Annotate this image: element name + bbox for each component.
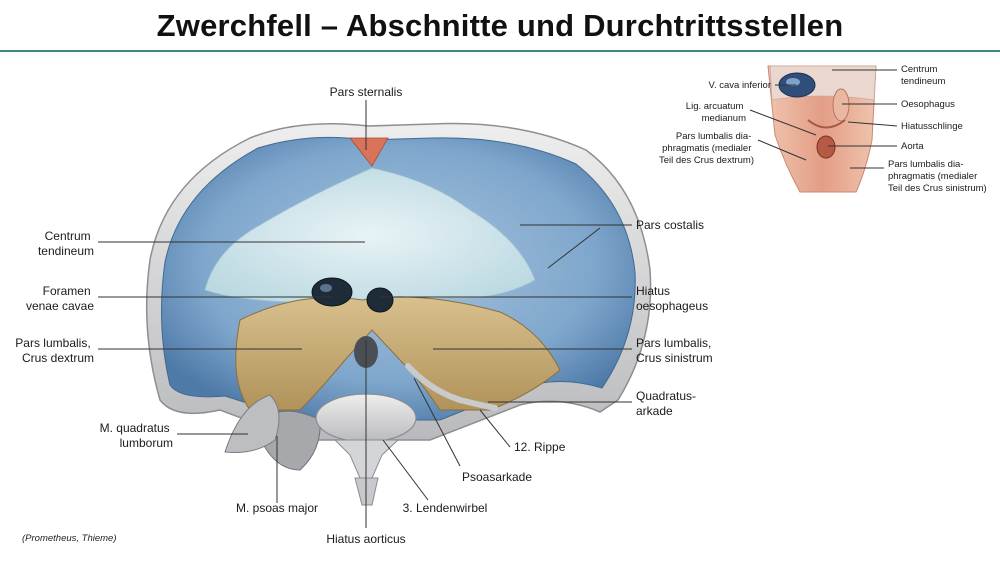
inset-label-v-cava-inferior: V. cava inferior [709, 80, 772, 91]
label-m-psoas-major: M. psoas major [236, 501, 318, 515]
source-credit: (Prometheus, Thieme) [22, 533, 117, 544]
crus-muscles [235, 296, 561, 411]
page-title: Zwerchfell – Abschnitte und Durchtrittss… [156, 8, 844, 43]
inset-label-oesophagus: Oesophagus [901, 99, 955, 110]
hiatus-oesophageus-hole [366, 287, 394, 313]
label-pars-sternalis: Pars sternalis [330, 85, 403, 99]
inset-leader-lines [749, 69, 898, 169]
label-quadratusarkade: Quadratus- arkade [636, 389, 699, 418]
inset-label-pars-lumbalis-sinistrum: Pars lumbalis dia- phragmatis (medialer … [888, 159, 987, 194]
title-divider [0, 50, 1000, 52]
pars-sternalis-muscle [349, 137, 389, 167]
inset-label-aorta: Aorta [901, 141, 924, 152]
label-pars-lumbalis-sinistrum: Pars lumbalis, Crus sinistrum [636, 336, 715, 365]
label-foramen-venae-cavae: Foramen venae cavae [26, 284, 94, 313]
inset-label-lig-arcuatum: Lig. arcuatum medianum [686, 101, 746, 124]
inset-label-centrum-tendineum: Centrum tendineum [901, 64, 945, 87]
foramen-venae-cavae-hole [311, 277, 353, 307]
inset-label-pars-lumbalis-dextrum: Pars lumbalis dia- phragmatis (medialer … [659, 131, 754, 166]
label-m-quadratus-lumborum: M. quadratus lumborum [100, 421, 173, 450]
label-pars-lumbalis-dextrum: Pars lumbalis, Crus dextrum [15, 336, 94, 365]
leader-lines [98, 100, 632, 528]
label-lendenwirbel: 3. Lendenwirbel [403, 501, 488, 515]
rib-12 [405, 363, 498, 411]
label-hiatus-oesophageus: Hiatus oesophageus [636, 284, 708, 313]
label-rippe-12: 12. Rippe [514, 440, 566, 454]
label-psoasarkade: Psoasarkade [462, 470, 532, 484]
label-pars-costalis: Pars costalis [636, 218, 704, 232]
label-centrum-tendineum: Centrum tendineum [38, 229, 94, 258]
inset-label-hiatusschlinge: Hiatusschlinge [901, 121, 963, 132]
quadratus-lumborum-muscle [224, 394, 280, 453]
label-hiatus-aorticus: Hiatus aorticus [326, 532, 405, 546]
inset-illustration [767, 65, 877, 193]
